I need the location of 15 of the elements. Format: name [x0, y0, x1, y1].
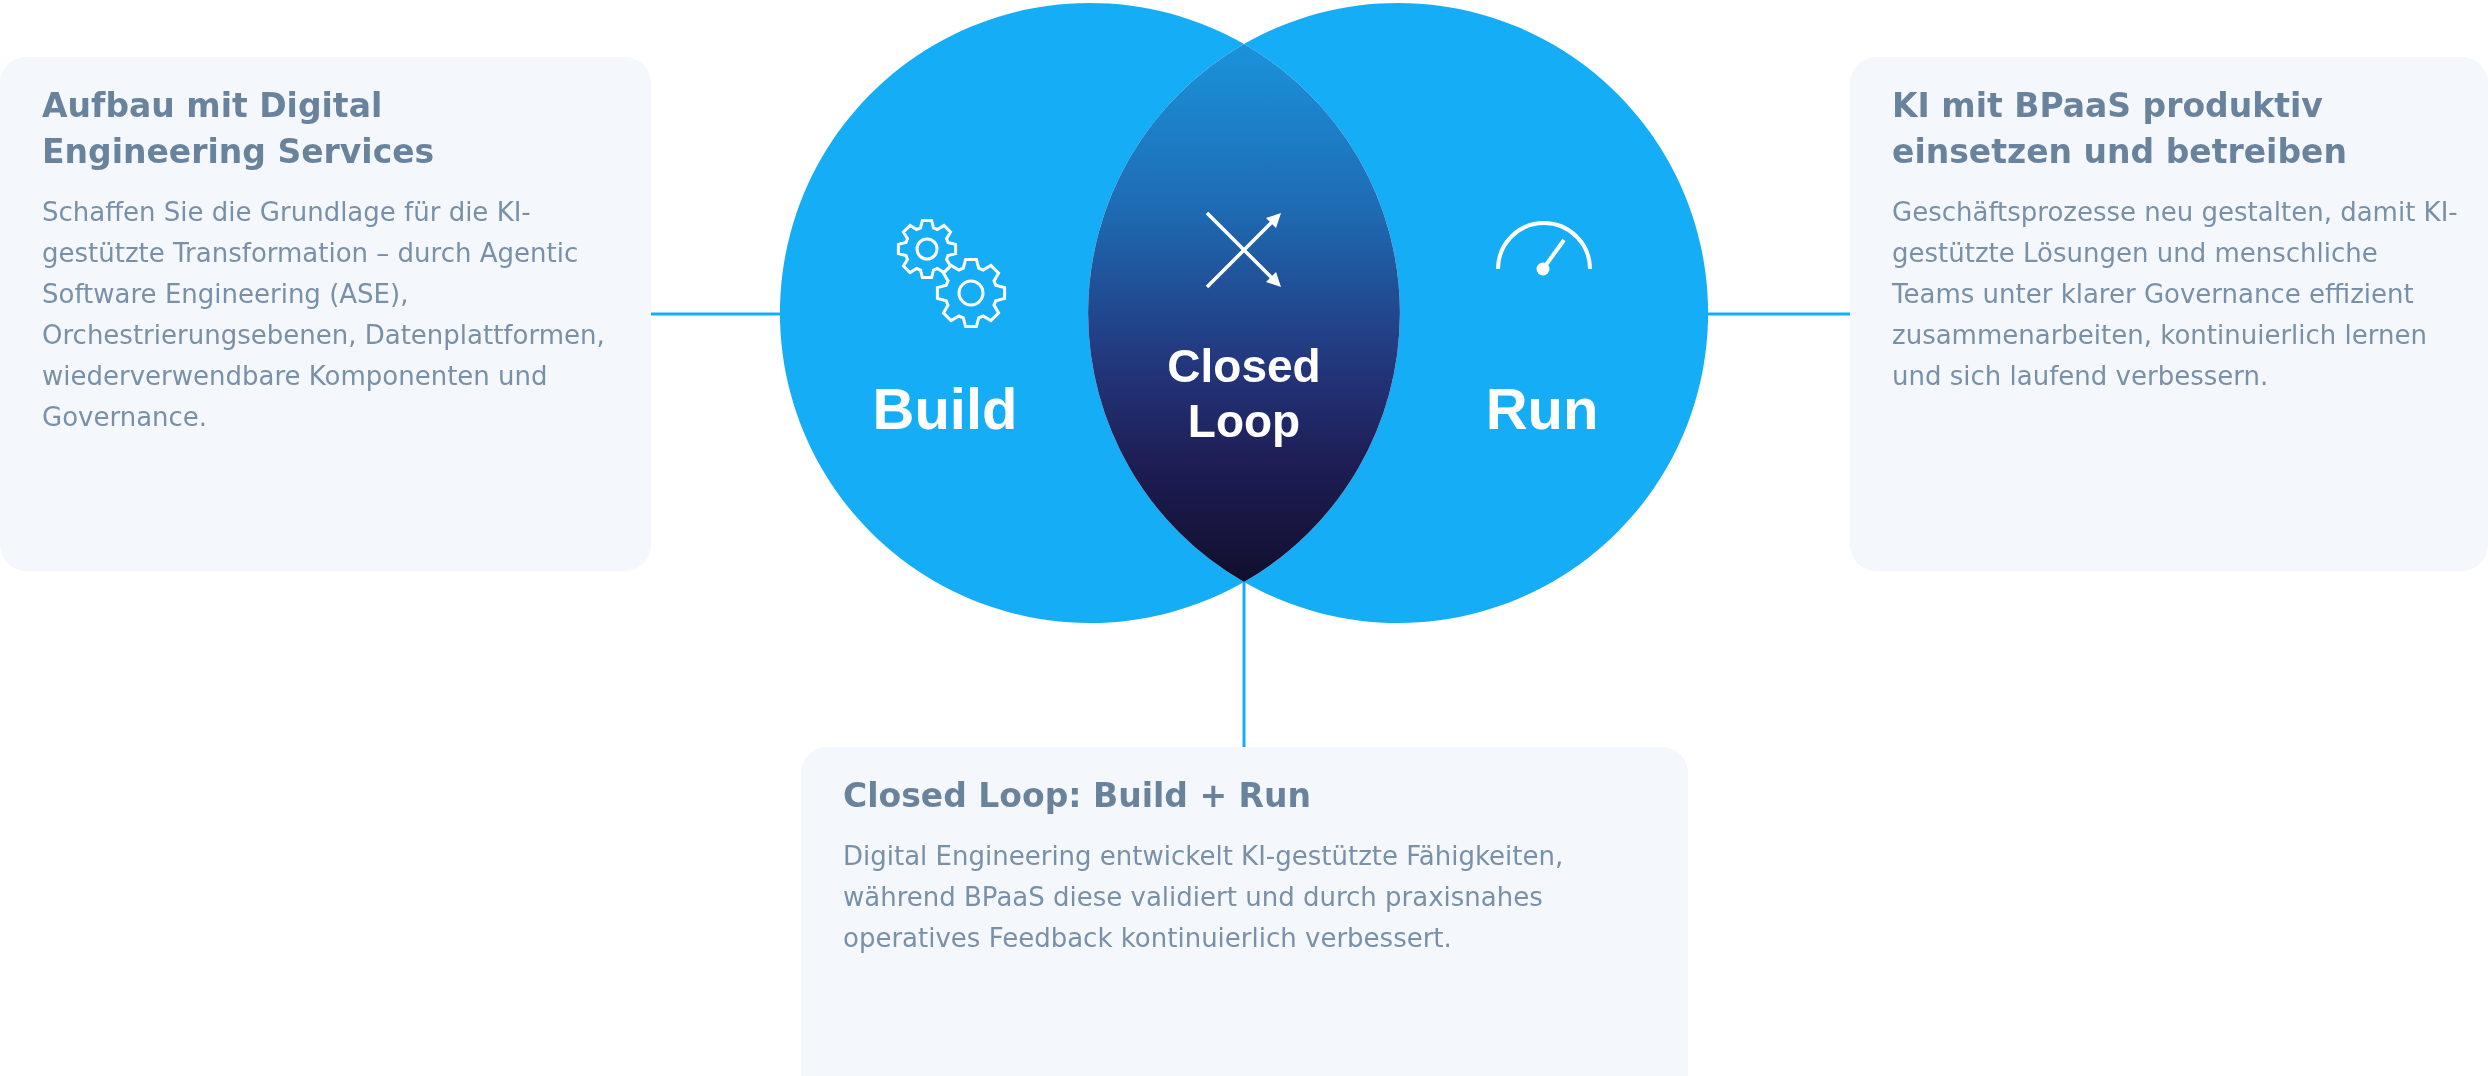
connector-line	[1708, 312, 1850, 316]
connector-line	[651, 312, 780, 316]
overlap-label: Closed Loop	[1167, 339, 1321, 449]
card-title: KI mit BPaaS produktiv einsetzen und betreiben	[1892, 86, 2347, 171]
circle-label: Build	[872, 377, 1018, 441]
card-title: Closed Loop: Build + Run	[843, 776, 1311, 815]
info-card	[1850, 57, 2488, 571]
card-text: Schaffen Sie die Grundlage für die KI-gestützte Transformation – durch Agentic Software Engineering (ASE), Orchestrierungsebenen, Datenplattformen, wiederverwendbare Komponenten und Governance.	[42, 197, 605, 432]
card-text: Geschäftsprozesse neu gestalten, damit KI-gestützte Lösungen und menschliche Teams unter klarer Governance effizient zusammenarbeiten, kontinuierlich lernen und sich laufend verbessern.	[1892, 197, 2458, 391]
info-card	[801, 747, 1688, 1076]
info-card	[0, 57, 651, 571]
card-title: Aufbau mit Digital Engineering Services	[42, 86, 435, 171]
circle-label: Run	[1485, 377, 1599, 441]
connector-line	[1242, 582, 1246, 747]
card-text: Digital Engineering entwickelt KI-gestützte Fähigkeiten, während BPaaS diese validiert und durch praxisnahes operatives Feedback kontinuierlich verbessert.	[843, 841, 1564, 953]
